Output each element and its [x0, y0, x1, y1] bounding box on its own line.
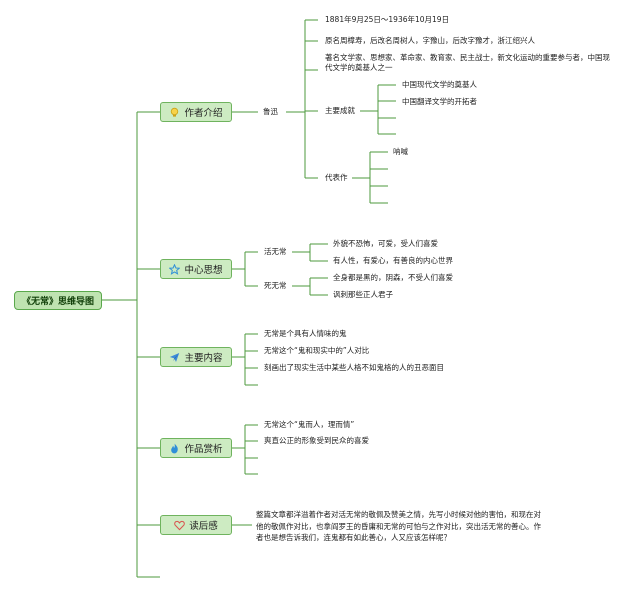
author-fact[interactable]: 1881年9月25日～1936年10月19日 — [325, 15, 450, 24]
root-node[interactable]: 《无常》思维导图 — [14, 291, 102, 310]
branch-review-label: 读后感 — [189, 521, 218, 532]
branch-appreciation[interactable]: 作品赏析 — [160, 438, 232, 458]
appreciation-item[interactable]: 爽直公正的形象受到民众的喜爱 — [264, 436, 369, 445]
heart-icon — [174, 520, 186, 531]
live-wuchang-item[interactable]: 外貌不恐怖，可爱，受人们喜爱 — [333, 239, 438, 248]
flame-icon — [169, 443, 180, 454]
branch-author[interactable]: 作者介绍 — [160, 102, 232, 122]
branch-theme[interactable]: 中心思想 — [160, 259, 232, 279]
works-label[interactable]: 代表作 — [325, 173, 348, 182]
content-item[interactable]: 刻画出了现实生活中某些人格不如鬼格的人的丑恶面目 — [264, 363, 444, 372]
review-text[interactable]: 整篇文章都洋溢着作者对活无常的敬佩及赞美之情，先写小时候对他的害怕，和现在对他的… — [256, 510, 541, 542]
dead-wuchang-label[interactable]: 死无常 — [264, 281, 287, 290]
author-fact[interactable]: 原名周樟寿，后改名周树人，字豫山，后改字豫才，浙江绍兴人 — [325, 36, 535, 45]
branch-content-label: 主要内容 — [184, 353, 223, 364]
achievement-item[interactable]: 中国翻译文学的开拓者 — [402, 97, 477, 106]
branch-author-label: 作者介绍 — [184, 108, 223, 119]
star-icon — [169, 263, 181, 275]
live-wuchang-item[interactable]: 有人性，有爱心，有善良的内心世界 — [333, 256, 453, 265]
branch-review[interactable]: 读后感 — [160, 515, 232, 535]
branch-theme-label: 中心思想 — [184, 265, 223, 276]
dead-wuchang-item[interactable]: 全身都是黑的，阴森，不受人们喜爱 — [333, 273, 453, 282]
content-item[interactable]: 无常这个“鬼和现实中的”人对比 — [264, 346, 370, 355]
dead-wuchang-item[interactable]: 讽刺那些正人君子 — [333, 290, 393, 299]
achievement-item[interactable]: 中国现代文学的奠基人 — [402, 80, 477, 89]
achievements-label[interactable]: 主要成就 — [325, 106, 355, 115]
topic-luxun[interactable]: 鲁迅 — [263, 107, 278, 116]
work-item[interactable]: 呐喊 — [393, 147, 408, 156]
bulb-icon — [169, 107, 180, 118]
branch-content[interactable]: 主要内容 — [160, 347, 232, 367]
paper-plane-icon — [169, 352, 180, 363]
author-fact[interactable]: 著名文学家、思想家、革命家、教育家、民主战士，新文化运动的重要参与者，中国现代文… — [325, 53, 610, 72]
appreciation-item[interactable]: 无常这个“鬼而人，理而情” — [264, 420, 355, 429]
live-wuchang-label[interactable]: 活无常 — [264, 247, 287, 256]
content-item[interactable]: 无常是个具有人情味的鬼 — [264, 329, 347, 338]
branch-appreciation-label: 作品赏析 — [184, 444, 223, 455]
